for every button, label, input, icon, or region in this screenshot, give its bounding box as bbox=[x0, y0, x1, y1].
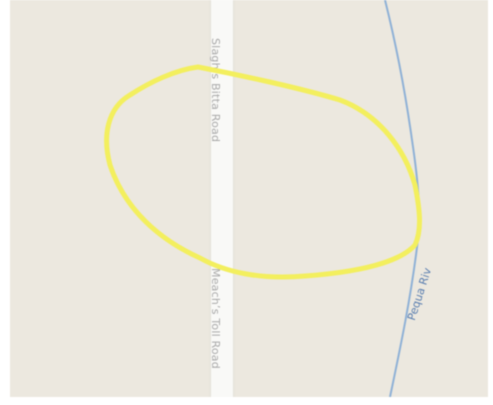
highlight-layer bbox=[104, 64, 422, 280]
road-north-south bbox=[211, 0, 233, 397]
map-canvas[interactable]: Slagh’s Bitta Road Meach’s Toll Road Peq… bbox=[10, 0, 488, 397]
ellipse-highlight-marker bbox=[104, 64, 422, 280]
